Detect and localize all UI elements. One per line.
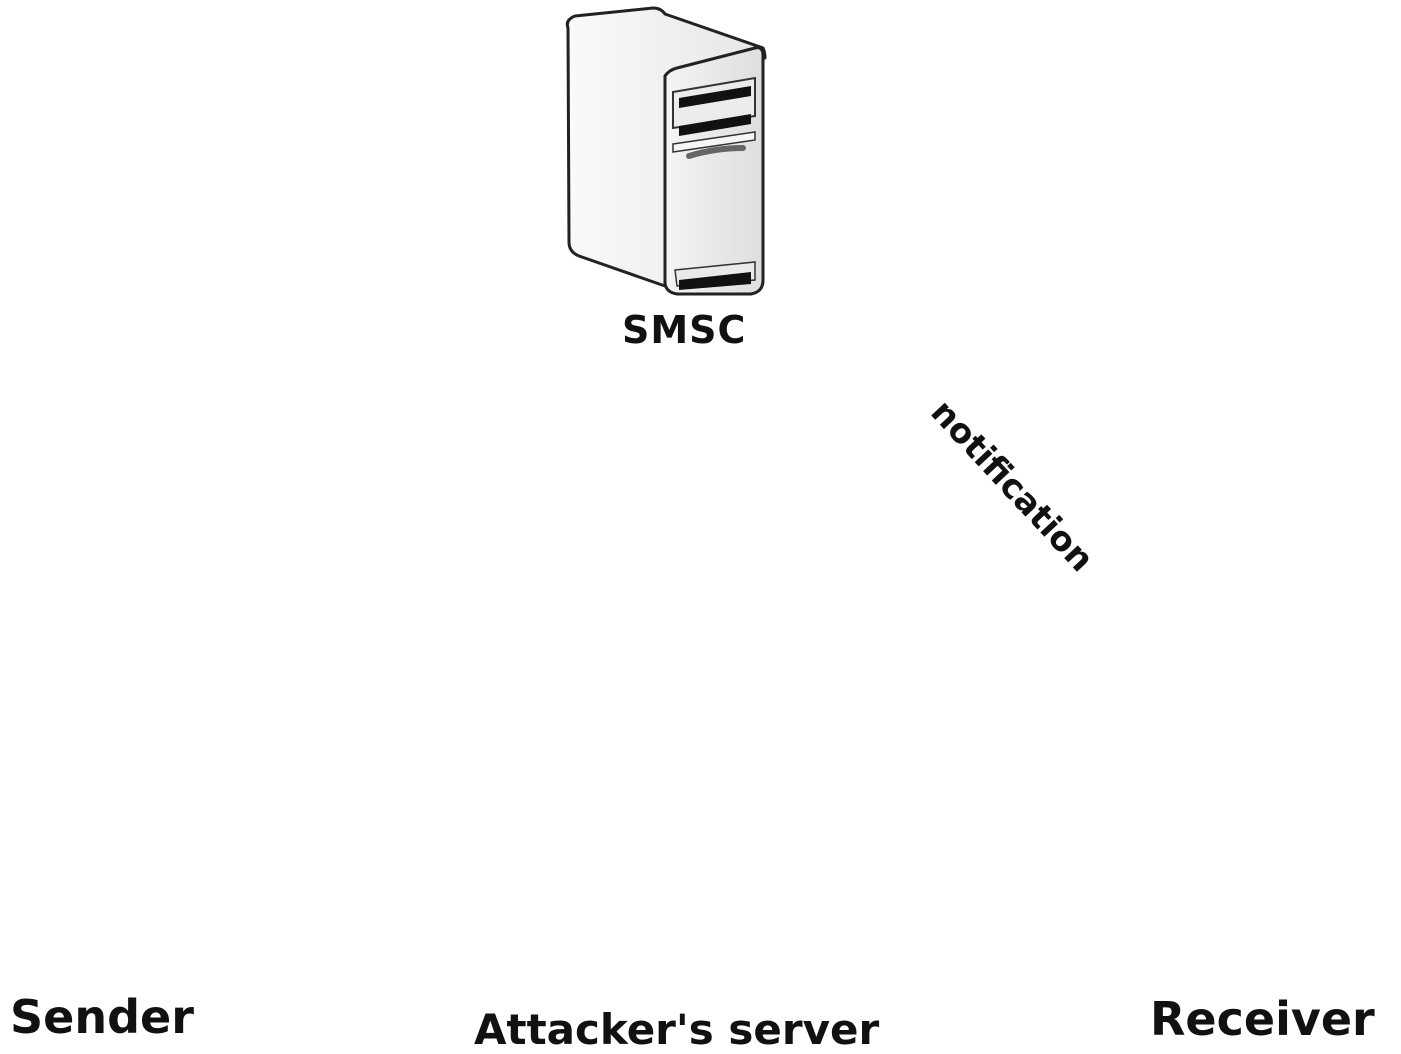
receiver-label: Receiver — [1150, 992, 1375, 1046]
smsc-label: SMSC — [622, 308, 747, 352]
sender-label: Sender — [10, 990, 194, 1044]
smsc-server-icon — [565, 6, 767, 296]
attacker-server-label: Attacker's server — [474, 1005, 880, 1054]
